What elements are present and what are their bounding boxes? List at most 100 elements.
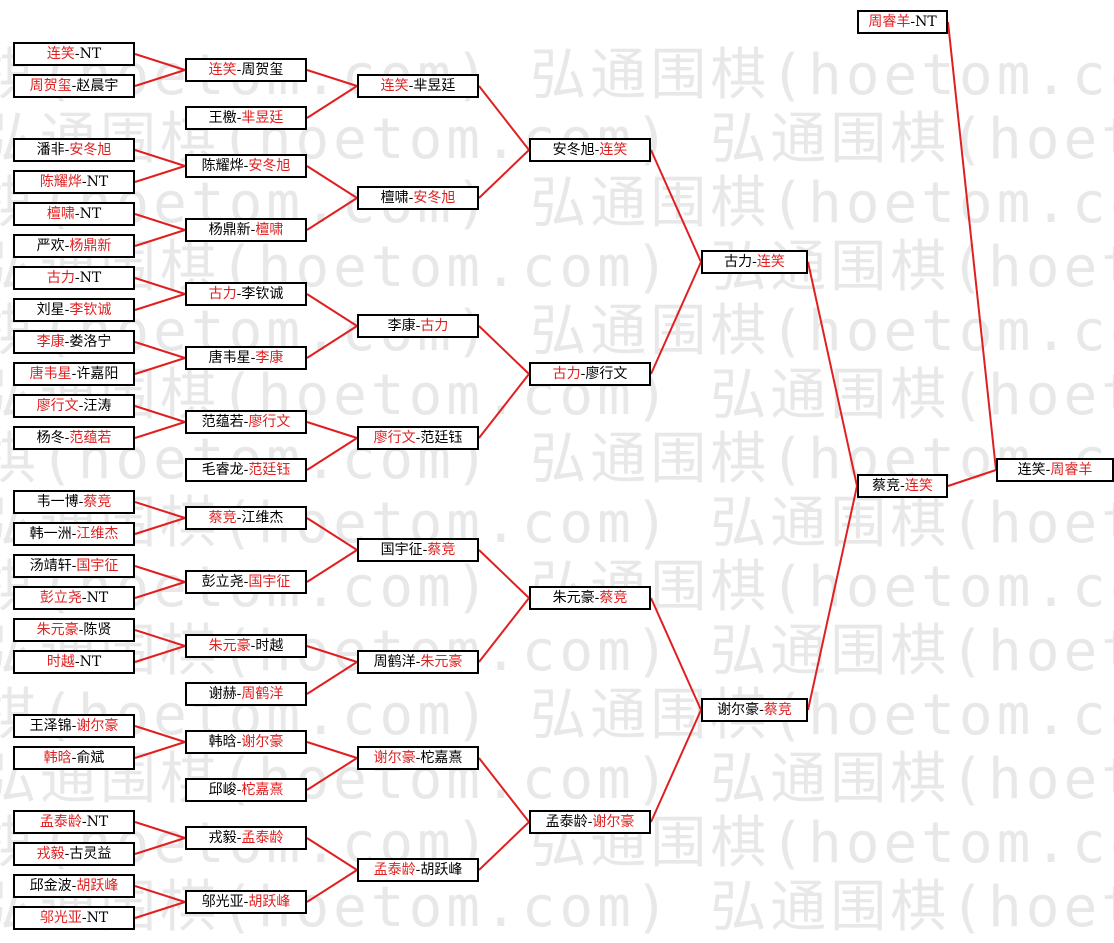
player-name: NT [79, 270, 102, 286]
match-box: 唐韦星-许嘉阳 [13, 362, 135, 386]
player-name: 韦一博 [36, 494, 79, 510]
match-box: 杨冬-范蕴若 [13, 426, 135, 450]
separator: - [1045, 462, 1051, 478]
separator: - [81, 174, 87, 190]
player-name: 檀啸 [255, 222, 284, 238]
player-name: 廖行文 [36, 398, 79, 414]
player-name: 时越 [46, 654, 75, 670]
match-box: 孟泰龄-胡跃峰 [357, 858, 479, 882]
separator: - [71, 750, 77, 766]
separator: - [81, 814, 87, 830]
player-name: 李康 [36, 334, 65, 350]
player-name: NT [86, 910, 109, 926]
separator: - [250, 222, 256, 238]
match-box: 韩晗-谢尔豪 [185, 730, 307, 754]
player-name: 胡跃峰 [420, 862, 463, 878]
player-name: 国宇征 [380, 542, 423, 558]
separator: - [71, 878, 77, 894]
bracket-line [134, 645, 186, 663]
match-box: 廖行文-汪涛 [13, 394, 135, 418]
player-name: 韩一洲 [29, 526, 72, 542]
separator: - [236, 830, 242, 846]
bracket-line [134, 53, 186, 71]
player-name: 蔡竞 [83, 494, 112, 510]
player-name: 赵晨宇 [76, 78, 119, 94]
player-name: 陈耀烨 [201, 158, 244, 174]
match-box: 连笑-周贺玺 [185, 58, 307, 82]
player-name: 周睿羊 [1050, 462, 1093, 478]
match-box: 古力-连笑 [701, 250, 808, 274]
player-name: 朱元豪 [420, 654, 463, 670]
player-name: 汤靖轩 [29, 558, 72, 574]
player-name: 范廷钰 [420, 430, 463, 446]
match-box: 谢尔豪-蔡竞 [701, 698, 808, 722]
bracket-line [134, 277, 186, 295]
player-name: 国宇征 [76, 558, 119, 574]
player-name: 谢尔豪 [592, 814, 635, 830]
bracket-line [134, 581, 186, 599]
player-name: 李康 [387, 318, 416, 334]
separator: - [64, 302, 70, 318]
bracket-line [478, 373, 530, 439]
bracket-line [306, 837, 358, 871]
match-box: 彭立尧-NT [13, 586, 135, 610]
separator: - [580, 366, 586, 382]
match-box: 严欢-杨鼎新 [13, 234, 135, 258]
bracket-line [134, 901, 186, 919]
player-name: 潘非 [36, 142, 65, 158]
player-name: 廖行文 [585, 366, 628, 382]
separator: - [587, 814, 593, 830]
separator: - [243, 894, 249, 910]
match-box: 韩一洲-江维杰 [13, 522, 135, 546]
bracket-line [134, 725, 186, 743]
player-name: 古力 [420, 318, 449, 334]
separator: - [64, 846, 70, 862]
player-name: 韩晗 [43, 750, 72, 766]
bracket-line [134, 885, 186, 903]
player-name: NT [86, 174, 109, 190]
separator: - [250, 638, 256, 654]
separator: - [415, 654, 421, 670]
player-name: 柁嘉熹 [241, 782, 284, 798]
player-name: 周鹤洋 [373, 654, 416, 670]
match-box: 安冬旭-连笑 [529, 138, 651, 162]
separator: - [594, 590, 600, 606]
match-box: 廖行文-范廷钰 [357, 426, 479, 450]
separator: - [415, 318, 421, 334]
match-box: 连笑-芈昱廷 [357, 74, 479, 98]
bracket-line [306, 69, 358, 87]
player-name: NT [915, 14, 937, 30]
match-box: 韦一博-蔡竞 [13, 490, 135, 514]
player-name: 朱元豪 [208, 638, 251, 654]
player-name: 朱元豪 [36, 622, 79, 638]
bracket-line [306, 165, 358, 199]
player-name: 彭立尧 [39, 590, 82, 606]
match-box: 李康-娄洛宁 [13, 330, 135, 354]
bracket-line [134, 629, 186, 647]
bracket-line [306, 421, 358, 439]
match-box: 古力-廖行文 [529, 362, 651, 386]
match-box: 谢赫-周鹤洋 [185, 682, 307, 706]
player-name: 芈昱廷 [241, 110, 284, 126]
match-box: 孟泰龄-谢尔豪 [529, 810, 651, 834]
player-name: 杨鼎新 [208, 222, 251, 238]
bracket-line [134, 741, 186, 759]
bracket-line [306, 741, 358, 759]
match-box: 古力-NT [13, 266, 135, 290]
player-name: 李康 [255, 350, 284, 366]
player-name: 古力 [46, 270, 75, 286]
player-name: 范蕴若 [69, 430, 112, 446]
match-box: 朱元豪-陈贤 [13, 618, 135, 642]
separator: - [74, 206, 80, 222]
separator: - [64, 142, 70, 158]
match-box: 檀啸-安冬旭 [357, 186, 479, 210]
separator: - [422, 542, 428, 558]
player-name: 邱金波 [29, 878, 72, 894]
player-name: 孟泰龄 [241, 830, 284, 846]
separator: - [759, 702, 764, 718]
bracket-line [306, 293, 358, 327]
bracket-line [134, 405, 186, 423]
player-name: 连笑 [904, 478, 933, 494]
bracket-line [134, 421, 186, 439]
